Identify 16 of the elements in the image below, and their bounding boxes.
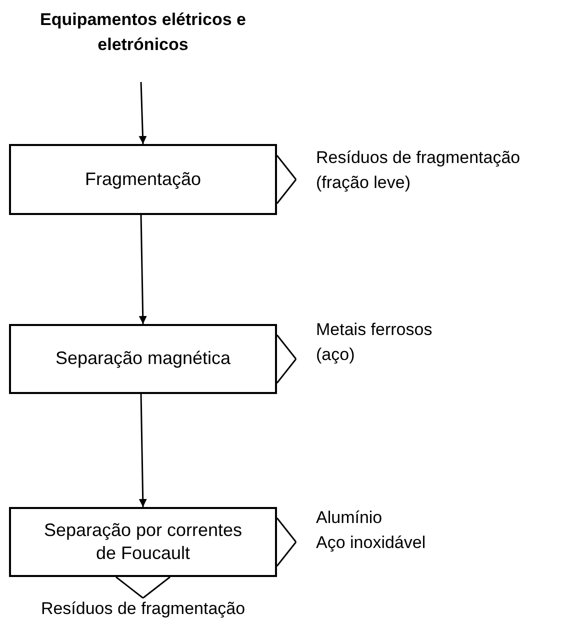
output-label: Resíduos de fragmentação (fração leve): [316, 147, 522, 194]
arrow: [138, 394, 147, 508]
output-chevron: [276, 154, 297, 204]
output-label: Aço inoxidável: [316, 532, 426, 554]
output-chevron: [276, 517, 297, 567]
process-box: Fragmentação: [9, 144, 277, 215]
process-box: Separação por correntes de Foucault: [9, 507, 277, 577]
output-label: Resíduos de fragmentação: [40, 598, 246, 620]
output-label: Metais ferrosos (aço): [316, 319, 434, 366]
arrow: [138, 214, 147, 324]
output-chevron: [115, 576, 171, 599]
arrow: [138, 82, 147, 144]
input-label: Equipamentos elétricos e eletrónicos: [39, 9, 247, 56]
output-chevron: [276, 334, 297, 384]
output-label: Alumínio: [316, 507, 382, 529]
process-box: Separação magnética: [9, 324, 277, 394]
